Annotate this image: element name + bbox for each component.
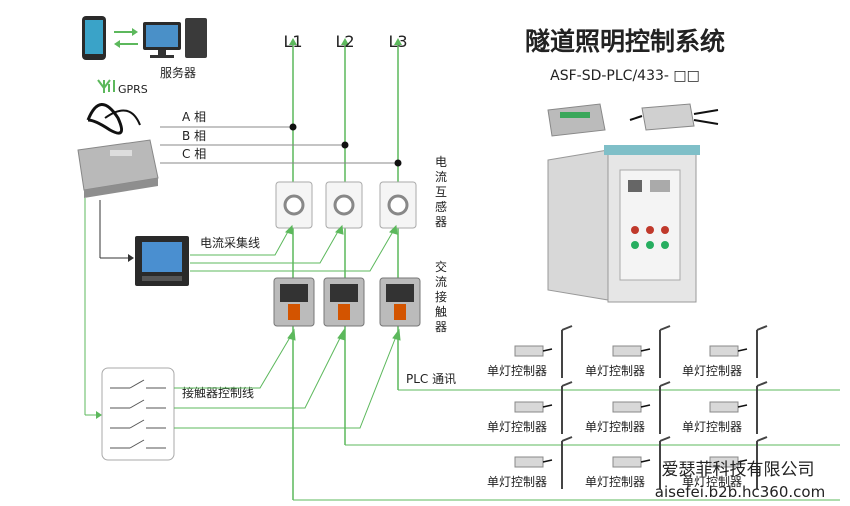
lamp-controller-unit: 单灯控制器 xyxy=(682,325,768,378)
lamp-controller-box xyxy=(709,345,739,357)
phone-icon xyxy=(82,16,106,60)
lamp-controller-label: 单灯控制器 xyxy=(487,420,547,434)
lamp-controller-grid: 单灯控制器单灯控制器单灯控制器单灯控制器单灯控制器单灯控制器单灯控制器单灯控制器… xyxy=(487,325,768,489)
ct-label-char: 电 xyxy=(435,155,447,169)
power-meter-device xyxy=(135,236,189,286)
server-label: 服务器 xyxy=(160,65,196,80)
ct-label-char: 互 xyxy=(435,185,447,199)
watermark-company: 爱瑟菲科技有限公司 xyxy=(662,460,815,480)
antenna-icon xyxy=(97,79,115,93)
lamp-controller-unit: 单灯控制器 xyxy=(487,436,573,489)
lamp-controller-box xyxy=(612,456,642,468)
controller-to-meter-arrow xyxy=(99,200,134,262)
lamp-controller-unit: 单灯控制器 xyxy=(487,381,573,434)
contactor-label-char: 流 xyxy=(435,275,447,289)
plc-module-device xyxy=(547,103,606,137)
diagram-subtitle: ASF-SD-PLC/433- □□ xyxy=(550,68,700,84)
lamp-controller-label: 单灯控制器 xyxy=(682,364,742,378)
control-cabinet xyxy=(547,145,700,303)
gprs-label: GPRS xyxy=(118,83,148,96)
server-computer-icon xyxy=(143,18,207,58)
lamp-controller-box xyxy=(612,345,642,357)
lamp-controller-label: 单灯控制器 xyxy=(682,475,742,489)
phase-bus-lines xyxy=(160,123,402,167)
phase-label-l3: L3 xyxy=(388,32,407,51)
contactor-2 xyxy=(323,277,365,327)
current-collection-lines xyxy=(190,224,398,272)
lamp-controller-box xyxy=(514,401,544,413)
lamp-controller-label: 单灯控制器 xyxy=(682,420,742,434)
gprs-controller-device xyxy=(77,103,159,198)
contactor-3 xyxy=(379,277,421,327)
lamp-controller-box xyxy=(709,401,739,413)
current-transformer-label: 电 流 互 感 器 xyxy=(435,155,447,229)
phase-line-l2 xyxy=(341,38,349,445)
lamp-controller-label: 单灯控制器 xyxy=(487,475,547,489)
phase-label-l1: L1 xyxy=(283,32,302,51)
lamp-controller-unit: 单灯控制器 xyxy=(585,436,671,489)
phase-line-l1 xyxy=(289,38,297,500)
contactor-label: 交 流 接 触 器 xyxy=(435,259,447,334)
contactor-control-lines xyxy=(174,328,401,429)
lamp-controller-label: 单灯控制器 xyxy=(585,420,645,434)
current-transformer-2 xyxy=(325,181,363,229)
lamp-controller-box xyxy=(514,456,544,468)
lamp-controller-label: 单灯控制器 xyxy=(585,475,645,489)
plc-label: PLC 通讯 xyxy=(406,372,456,386)
lamp-controller-unit: 单灯控制器 xyxy=(682,381,768,434)
current-collection-label: 电流采集线 xyxy=(200,235,260,250)
phase-label-l2: L2 xyxy=(335,32,354,51)
contactor-label-char: 器 xyxy=(435,320,447,334)
controller-to-switch-arrow xyxy=(84,198,102,419)
contactor-1 xyxy=(273,277,315,327)
power-supply-device xyxy=(629,103,719,131)
current-transformer-1 xyxy=(275,181,313,229)
lamp-controller-box xyxy=(612,401,642,413)
lamp-controller-unit: 单灯控制器 xyxy=(585,381,671,434)
diagram-title: 隧道照明控制系统 xyxy=(525,27,725,56)
phase-c-label: C 相 xyxy=(182,147,206,161)
contactor-label-char: 交 xyxy=(435,259,447,274)
lamp-controller-label: 单灯控制器 xyxy=(585,364,645,378)
contactor-label-char: 触 xyxy=(435,305,447,319)
switch-box xyxy=(101,367,175,461)
ct-label-char: 器 xyxy=(435,215,447,229)
ct-label-char: 感 xyxy=(435,199,447,214)
lamp-controller-unit: 单灯控制器 xyxy=(585,325,671,378)
lamp-controller-box xyxy=(514,345,544,357)
phase-b-label: B 相 xyxy=(182,129,206,143)
lamp-controller-unit: 单灯控制器 xyxy=(487,325,573,378)
contactor-label-char: 接 xyxy=(435,289,447,304)
contactor-control-label: 接触器控制线 xyxy=(182,385,254,400)
lamp-controller-unit: 单灯控制器 xyxy=(682,436,768,489)
lamp-controller-label: 单灯控制器 xyxy=(487,364,547,378)
watermark-site: aisefei.b2b.hc360.com xyxy=(655,483,825,501)
phase-a-label: A 相 xyxy=(182,110,206,124)
current-transformer-3 xyxy=(379,181,417,229)
ct-label-char: 流 xyxy=(435,170,447,184)
exchange-arrows-icon xyxy=(114,28,138,48)
